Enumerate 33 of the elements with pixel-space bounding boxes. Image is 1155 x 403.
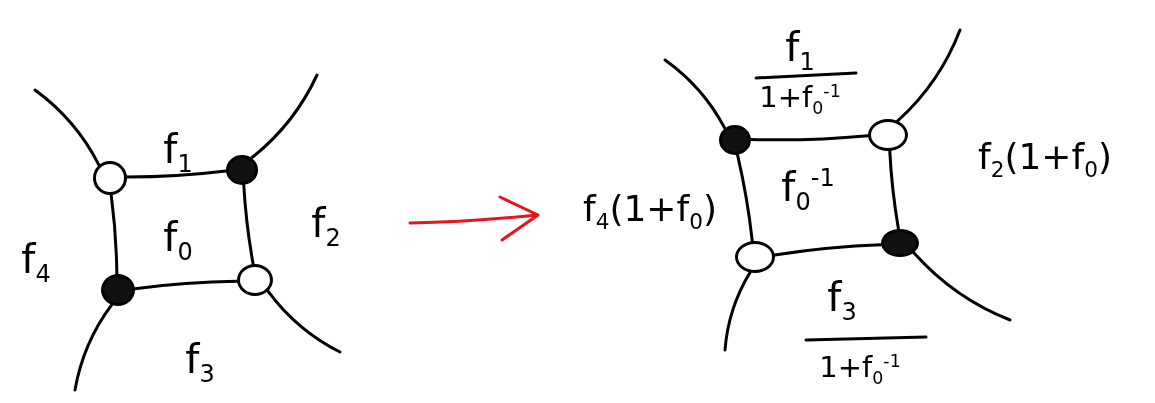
face-label: f$_{1}$ (163, 128, 193, 176)
graph-edge (749, 134, 870, 142)
graph-leg (73, 303, 114, 392)
face-label: f$_{2}$(1+f$_{0}$) (978, 139, 1112, 181)
face-label: f$_{2}$ (311, 202, 341, 250)
face-label: f$_{3}$ (827, 276, 857, 324)
graph-leg (723, 271, 752, 352)
graph-leg (896, 28, 962, 123)
hollow-vertex (237, 264, 273, 296)
face-label: f$_{1}$ (785, 26, 815, 74)
face-label: f$_{4}$ (21, 238, 51, 286)
filled-vertex (719, 125, 751, 155)
filled-vertex (101, 274, 135, 306)
graph-edge (242, 183, 255, 266)
face-label: f$_{4}$(1+f$_{0}$) (583, 191, 717, 233)
filled-vertex (881, 229, 919, 257)
hollow-vertex (93, 161, 127, 195)
graph-leg (250, 73, 319, 160)
graph-edge (888, 149, 900, 231)
graph-edge (736, 153, 754, 243)
graph-leg (912, 251, 1012, 322)
graph-leg (663, 58, 727, 130)
hollow-vertex (735, 241, 775, 273)
graph-edge (773, 243, 883, 257)
hollow-vertex (868, 119, 908, 151)
graph-edge (133, 279, 239, 291)
face-label: f$_{3}$ (185, 338, 215, 386)
graph-edge (109, 193, 119, 276)
filled-vertex (226, 155, 258, 185)
graph-leg (266, 289, 342, 354)
graph-leg (33, 88, 101, 167)
graph-edge (125, 169, 228, 179)
face-label: f$_{0}$ (163, 216, 193, 264)
